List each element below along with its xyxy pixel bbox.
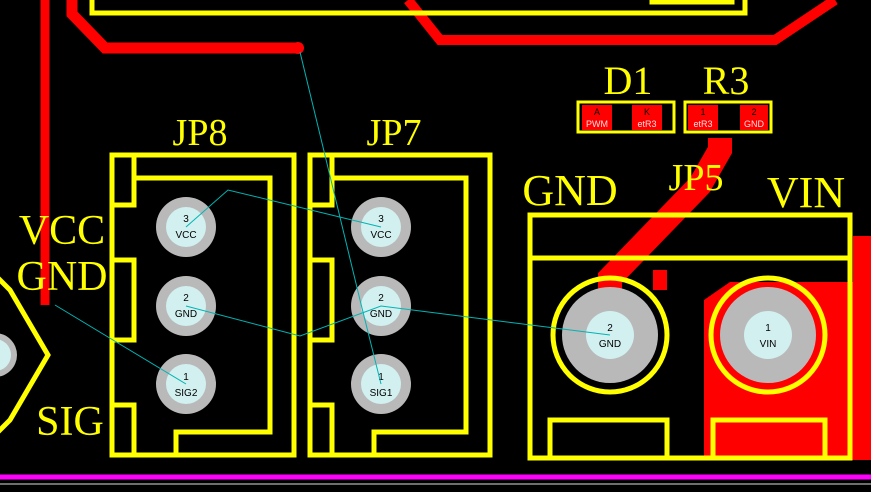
- pad-number: 3: [183, 214, 189, 225]
- jp5-outline: [527, 212, 853, 461]
- jp5-pad2-silk: [550, 275, 670, 395]
- pad-number: 2: [183, 293, 189, 304]
- copper-trace-gnd: [598, 138, 732, 300]
- copper-trace-top: [66, 0, 300, 54]
- d1-pad-k: [632, 105, 662, 130]
- smd-parts: D1 R3 A PWM K etR3 1 etR3 2 GND: [576, 58, 773, 134]
- r3-pad-2-name: GND: [744, 119, 765, 129]
- d1-pad-a-name: PWM: [586, 119, 608, 129]
- copper-trace-small: [292, 42, 304, 54]
- left-pad-hole: [0, 339, 11, 371]
- pad-number: 2: [607, 323, 613, 334]
- jp8-label: JP8: [173, 112, 228, 154]
- pad-number: 3: [378, 214, 384, 225]
- pad-name: SIG1: [370, 388, 393, 399]
- d1-pad-k-name: etR3: [637, 119, 656, 129]
- pad-name: GND: [370, 309, 392, 320]
- copper-pour-vin-corner: [704, 282, 730, 300]
- pad-number: 1: [765, 323, 771, 334]
- r3-label: R3: [703, 58, 750, 103]
- pad-name: VIN: [760, 339, 777, 350]
- ratsnest-gnd: [185, 305, 611, 337]
- r3-pad-1-num: 1: [700, 107, 705, 117]
- pad-name: SIG2: [175, 388, 198, 399]
- r3-pad-2: [740, 105, 768, 130]
- r3-pad-1: [688, 105, 718, 130]
- ratsnest-layer: [54, 51, 611, 385]
- r3-pad-2-num: 2: [751, 107, 756, 117]
- pad-number: 1: [183, 372, 189, 383]
- connector-jp7: JP7: [307, 112, 493, 458]
- gnd-left-label: GND: [17, 254, 108, 300]
- ratsnest-sig2: [54, 304, 187, 385]
- d1-label: D1: [604, 58, 653, 103]
- ratsnest-sig1: [299, 51, 382, 385]
- r3-pad-1-name: etR3: [693, 119, 712, 129]
- jp5-tab-right: [710, 417, 828, 461]
- jp5-pad1-silk: [708, 275, 828, 395]
- copper-pour-right-strip: [853, 236, 871, 296]
- r3-outline: [683, 100, 773, 134]
- pad-name: VCC: [175, 230, 196, 241]
- pad-number: 1: [378, 372, 384, 383]
- top-connector-outline: [89, 0, 748, 16]
- d1-pad-k-num: K: [644, 107, 650, 117]
- vcc-label: VCC: [19, 208, 105, 254]
- jp8-outline: [109, 152, 297, 458]
- top-connector-inner: [649, 0, 735, 5]
- jp7-outline: [307, 152, 493, 458]
- d1-outline: [576, 100, 676, 134]
- left-labels: VCC GND SIG: [17, 208, 108, 445]
- connector-jp5: JP5 GND VIN: [522, 157, 853, 461]
- jp5-pad-1: 1 VIN: [720, 287, 816, 383]
- left-component: [0, 276, 51, 434]
- pad-number: 2: [378, 293, 384, 304]
- sig-label: SIG: [36, 399, 104, 445]
- copper-trace-right-top: [404, 0, 838, 45]
- jp5-tab-left: [547, 417, 670, 461]
- pad-name: VCC: [370, 230, 391, 241]
- d1-pad-a-num: A: [594, 107, 600, 117]
- jp5-vin-label: VIN: [767, 168, 845, 217]
- connector-jp8: JP8: [109, 112, 297, 458]
- d1-pad-a: [582, 105, 612, 130]
- jp5-label: JP5: [669, 157, 724, 199]
- ratsnest-vcc: [185, 189, 382, 228]
- jp5-gnd-label: GND: [522, 166, 617, 215]
- pad-name: GND: [599, 339, 621, 350]
- left-hex-outline: [0, 276, 51, 434]
- jp7-label: JP7: [367, 112, 422, 154]
- pad-name: GND: [175, 309, 197, 320]
